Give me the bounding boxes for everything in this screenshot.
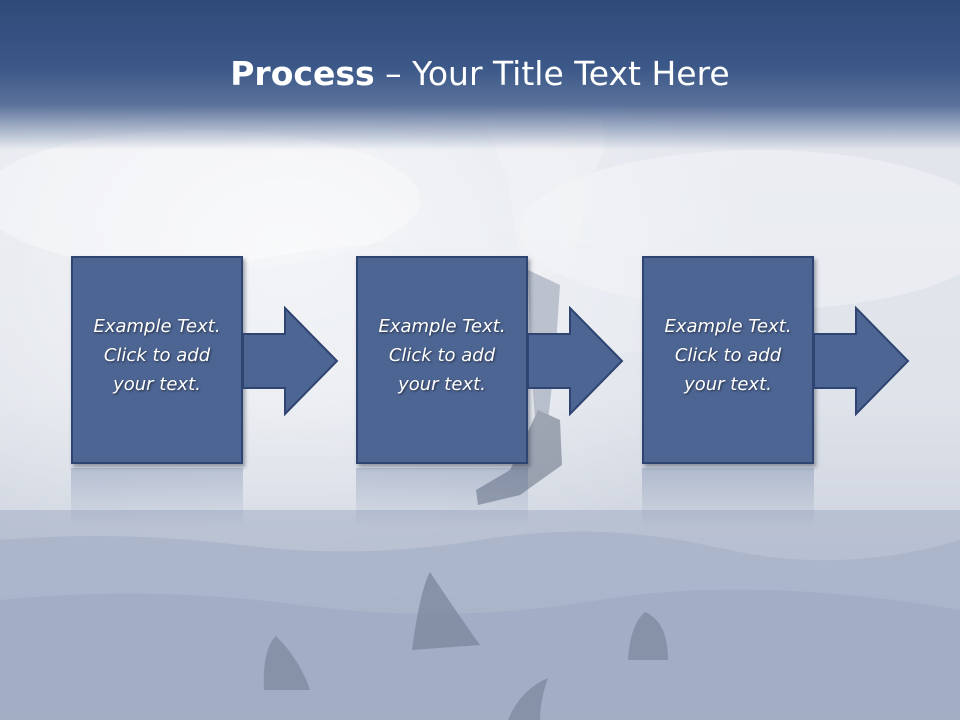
step-text-line: Example Text. — [93, 316, 221, 337]
title-bar — [0, 0, 960, 150]
right-arrow-icon — [243, 306, 339, 416]
step-reflection — [356, 468, 528, 528]
step-text-line: Click to add — [103, 345, 211, 366]
right-arrow-icon — [528, 306, 624, 416]
step-text[interactable]: Example Text. Click to add your text. — [71, 312, 243, 399]
step-text[interactable]: Example Text. Click to add your text. — [642, 312, 814, 399]
step-text-line: Click to add — [388, 345, 496, 366]
slide-title: Process – Your Title Text Here — [0, 52, 960, 96]
step-box[interactable] — [356, 256, 528, 464]
step-box[interactable] — [642, 256, 814, 464]
step-text-line: Example Text. — [378, 316, 506, 337]
right-arrow-icon — [814, 306, 910, 416]
step-reflection — [642, 468, 814, 528]
step-text-line: your text. — [684, 374, 772, 395]
title-rest: – Your Title Text Here — [374, 54, 730, 93]
step-text-line: Click to add — [674, 345, 782, 366]
step-text-line: your text. — [398, 374, 486, 395]
step-text-line: your text. — [113, 374, 201, 395]
step-reflection — [71, 468, 243, 528]
step-box[interactable] — [71, 256, 243, 464]
step-text[interactable]: Example Text. Click to add your text. — [356, 312, 528, 399]
step-text-line: Example Text. — [664, 316, 792, 337]
title-strong: Process — [230, 54, 375, 93]
